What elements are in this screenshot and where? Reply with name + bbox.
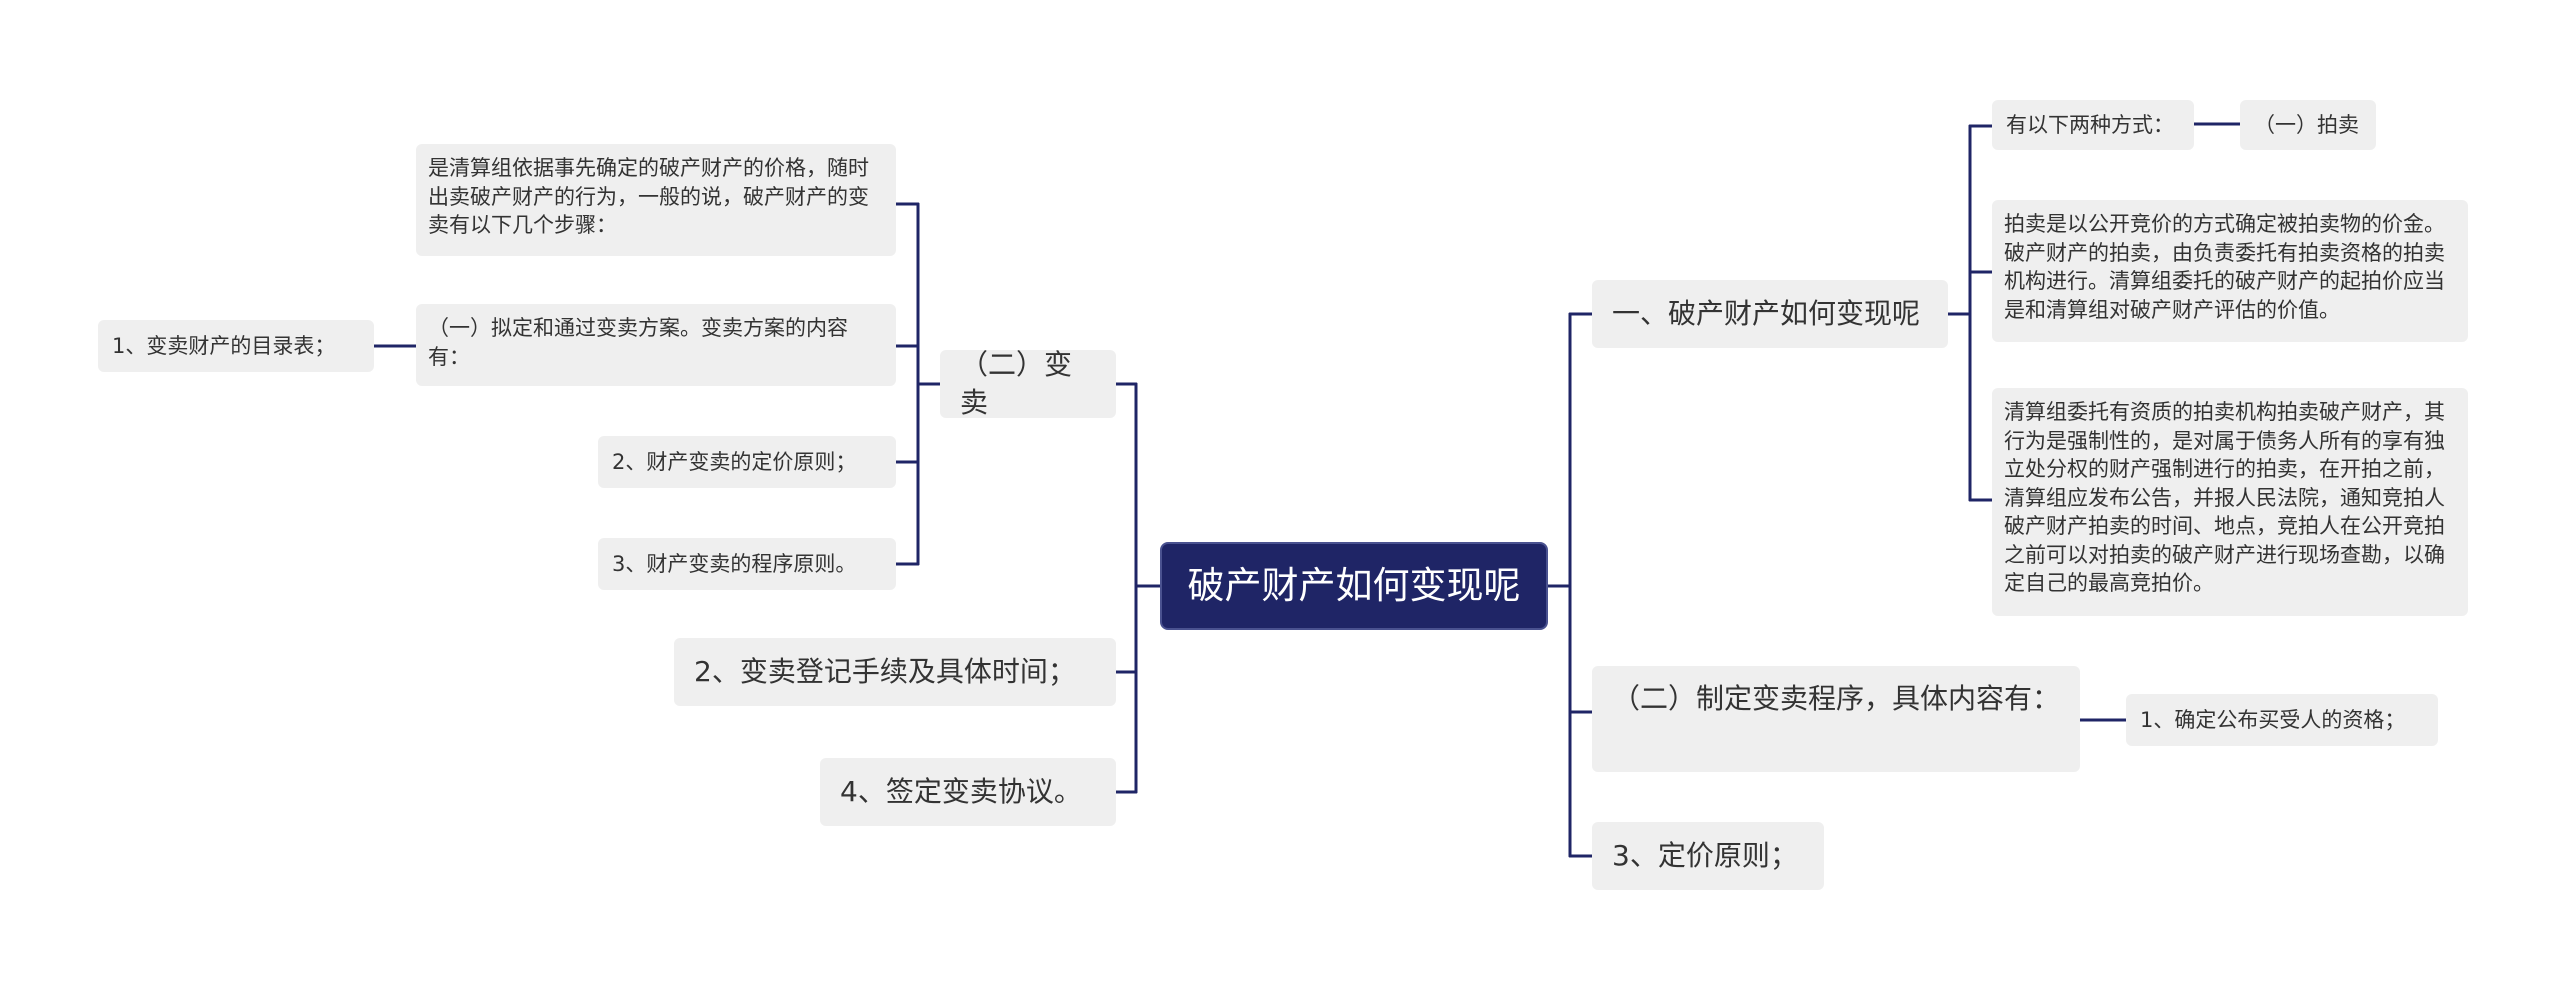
topic-branch-sale[interactable]: （二）变卖: [940, 348, 1116, 419]
subtopic-sale-intro[interactable]: 是清算组依据事先确定的破产财产的价格，随时出卖破产财产的行为，一般的说，破产财产…: [416, 144, 896, 256]
subtopic-auction-detail[interactable]: 清算组委托有资质的拍卖机构拍卖破产财产，其行为是强制性的，是对属于债务人所有的享…: [1992, 388, 2468, 616]
subtopic-asset-list[interactable]: 1、变卖财产的目录表；: [98, 320, 374, 372]
topic-branch-procedure[interactable]: （二）制定变卖程序，具体内容有：: [1592, 666, 2080, 772]
subtopic-sale-step3[interactable]: 3、财产变卖的程序原则。: [598, 538, 896, 590]
topic-branch-pricing[interactable]: 3、定价原则；: [1592, 822, 1824, 890]
subtopic-sale-step1[interactable]: （一）拟定和通过变卖方案。变卖方案的内容有：: [416, 304, 896, 386]
root-node[interactable]: 破产财产如何变现呢: [1160, 542, 1548, 630]
topic-branch-registration[interactable]: 2、变卖登记手续及具体时间；: [674, 638, 1116, 706]
subtopic-auction[interactable]: （一）拍卖: [2240, 100, 2376, 150]
subtopic-sale-step2[interactable]: 2、财产变卖的定价原则；: [598, 436, 896, 488]
topic-branch-realize[interactable]: 一、破产财产如何变现呢: [1592, 280, 1948, 348]
subtopic-buyer-qualification[interactable]: 1、确定公布买受人的资格；: [2126, 694, 2438, 746]
subtopic-method[interactable]: 有以下两种方式：: [1992, 100, 2194, 150]
topic-branch-agreement[interactable]: 4、签定变卖协议。: [820, 758, 1116, 826]
subtopic-auction-desc[interactable]: 拍卖是以公开竞价的方式确定被拍卖物的价金。破产财产的拍卖，由负责委托有拍卖资格的…: [1992, 200, 2468, 342]
